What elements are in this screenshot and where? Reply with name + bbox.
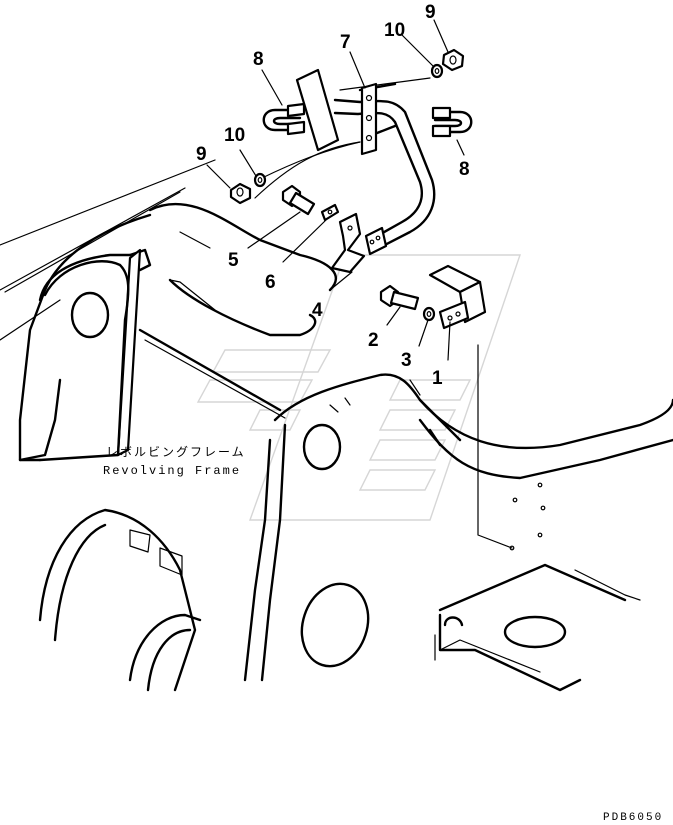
part-8-u-bolt-right [431, 106, 473, 138]
part-5-bolt [281, 184, 316, 216]
callout-8-left: 8 [253, 49, 264, 70]
callout-6: 6 [265, 272, 276, 293]
leader-lines [179, 19, 465, 361]
part-9-nut-top [441, 48, 465, 72]
callout-10-top: 10 [384, 20, 405, 41]
part-10-washer-top [430, 63, 444, 79]
callout-9-top: 9 [425, 2, 436, 23]
callout-9-left: 9 [196, 144, 207, 165]
part-1-bracket [428, 264, 487, 330]
part-2-bolt [379, 284, 420, 311]
callout-2: 2 [368, 330, 379, 351]
part-4-bracket [330, 212, 388, 274]
part-10-washer-left [253, 172, 267, 188]
callout-1: 1 [432, 368, 443, 389]
callout-8-right: 8 [459, 159, 470, 180]
callout-3: 3 [401, 350, 412, 371]
part-8-u-bolt-left [262, 102, 306, 136]
frame-label-english: Revolving Frame [103, 464, 241, 478]
callout-7: 7 [340, 32, 351, 53]
callout-10-left: 10 [224, 125, 245, 146]
revolving-frame [0, 159, 673, 692]
part-7-plate [360, 82, 378, 156]
part-3-washer [422, 306, 436, 322]
callout-numbers: 7 10 9 8 8 9 10 5 6 4 2 3 1 [196, 2, 470, 389]
frame-label-japanese: レボルビングフレーム [106, 445, 246, 460]
part-9-nut-left [229, 182, 252, 205]
frame-label: レボルビングフレーム Revolving Frame [103, 445, 246, 478]
drawing-code: PDB6050 [603, 812, 663, 824]
part-6-washer [320, 203, 340, 222]
callout-5: 5 [228, 250, 239, 271]
callout-4: 4 [312, 300, 323, 321]
